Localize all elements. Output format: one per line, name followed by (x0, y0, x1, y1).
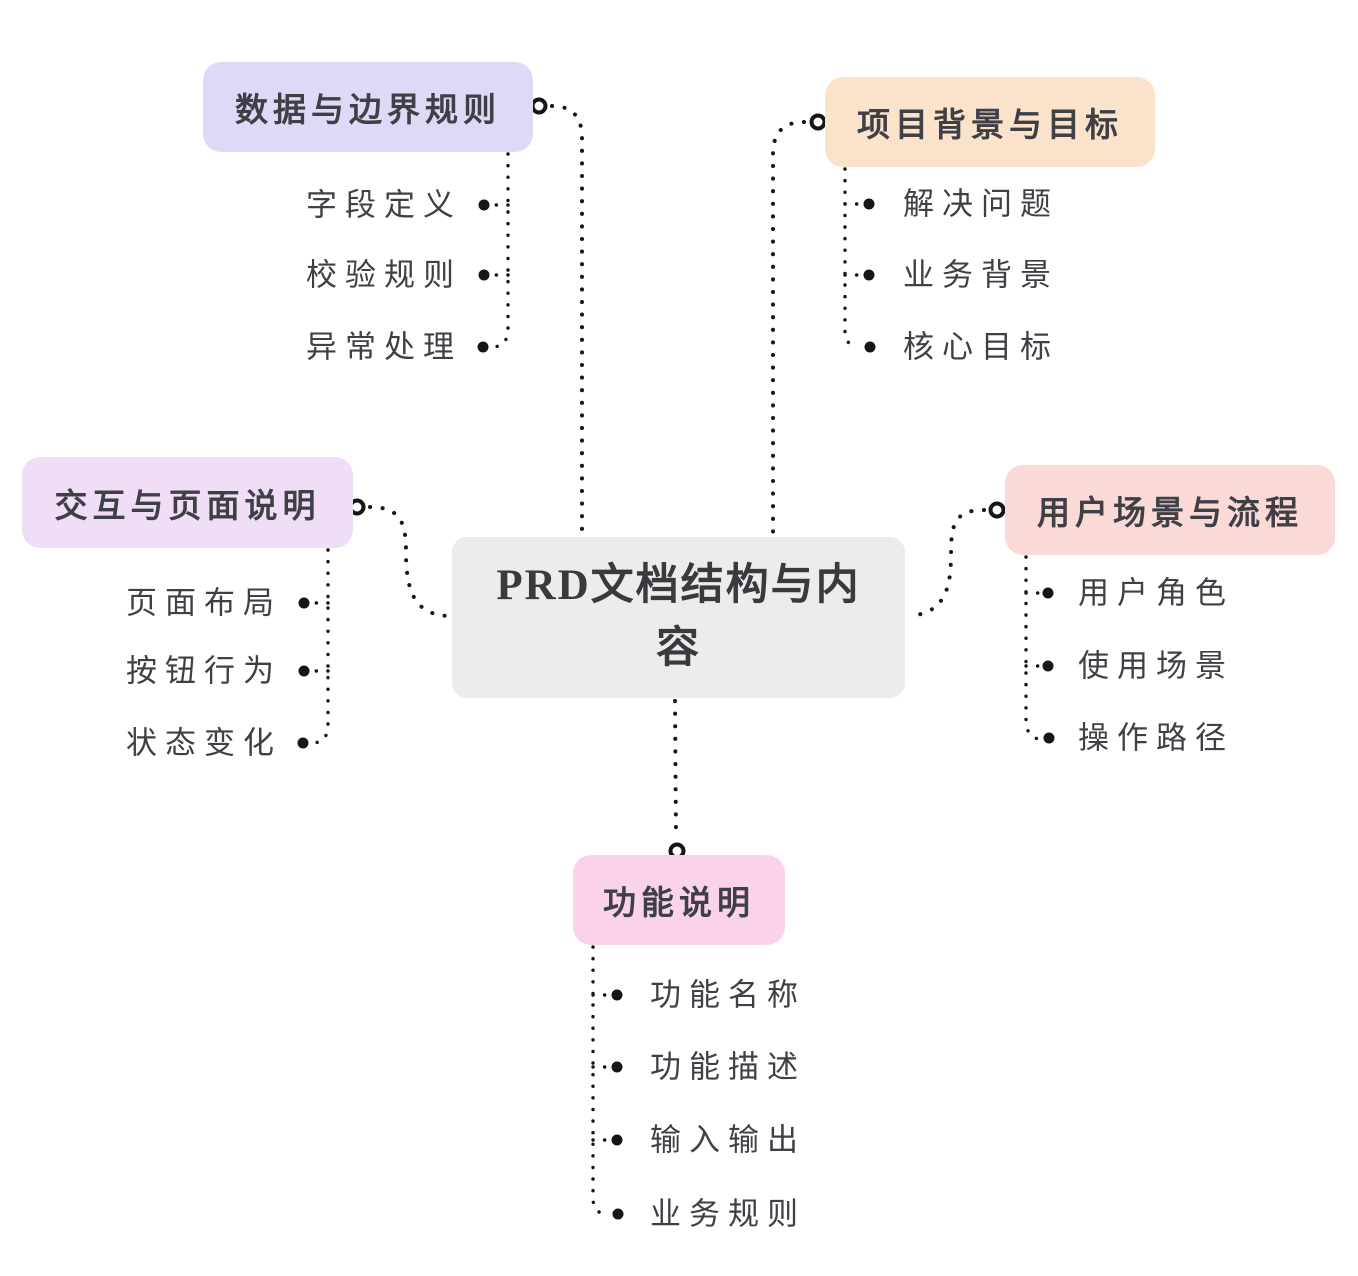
subtopic[interactable]: 核心目标 (903, 329, 1059, 365)
subtopic[interactable]: 业务背景 (903, 257, 1059, 293)
branch-topic-project-background-goals[interactable]: 项目背景与目标 (825, 77, 1155, 167)
subtopic[interactable]: 解决问题 (903, 186, 1059, 222)
branch-topic-user-scenarios-flows[interactable]: 用户场景与流程 (1005, 465, 1335, 555)
handle-ring-project-background-goals (809, 113, 827, 131)
subtopic[interactable]: 功能名称 (650, 977, 806, 1013)
branch-lines-interaction-page-notes (297, 548, 330, 749)
subtopic[interactable]: 页面布局 (126, 585, 282, 621)
connector-center-to-bottom (673, 699, 678, 840)
branch-lines-user-scenarios-flows (1024, 555, 1055, 744)
central-topic[interactable]: PRD文档结构与内容 (452, 537, 905, 698)
subtopic[interactable]: 状态变化 (126, 725, 282, 761)
subtopic[interactable]: 校验规则 (306, 257, 462, 293)
connector-left-to-center (368, 505, 451, 618)
subtopic[interactable]: 业务规则 (650, 1196, 806, 1232)
subtopic[interactable]: 功能描述 (650, 1049, 806, 1085)
subtopic[interactable]: 用户角色 (1078, 575, 1234, 611)
branch-topic-data-boundary-rules[interactable]: 数据与边界规则 (203, 62, 533, 152)
connector-top-left-to-center (550, 104, 584, 534)
subtopic[interactable]: 操作路径 (1078, 720, 1234, 756)
subtopic[interactable]: 输入输出 (650, 1122, 806, 1158)
subtopic[interactable]: 使用场景 (1078, 648, 1234, 684)
connector-top-right-to-center (771, 120, 806, 534)
subtopic[interactable]: 按钮行为 (126, 653, 282, 689)
handle-ring-user-scenarios-flows (988, 501, 1006, 519)
branch-lines-project-background-goals (843, 167, 876, 353)
connector-right-to-center (906, 508, 986, 618)
branch-lines-feature-description (591, 945, 624, 1220)
subtopic[interactable]: 字段定义 (306, 187, 462, 223)
subtopic[interactable]: 异常处理 (306, 329, 462, 365)
branch-topic-interaction-page-notes[interactable]: 交互与页面说明 (22, 457, 353, 548)
branch-topic-feature-description[interactable]: 功能说明 (573, 855, 785, 945)
branch-lines-data-boundary-rules (477, 152, 510, 353)
handle-ring-data-boundary-rules (530, 97, 548, 115)
